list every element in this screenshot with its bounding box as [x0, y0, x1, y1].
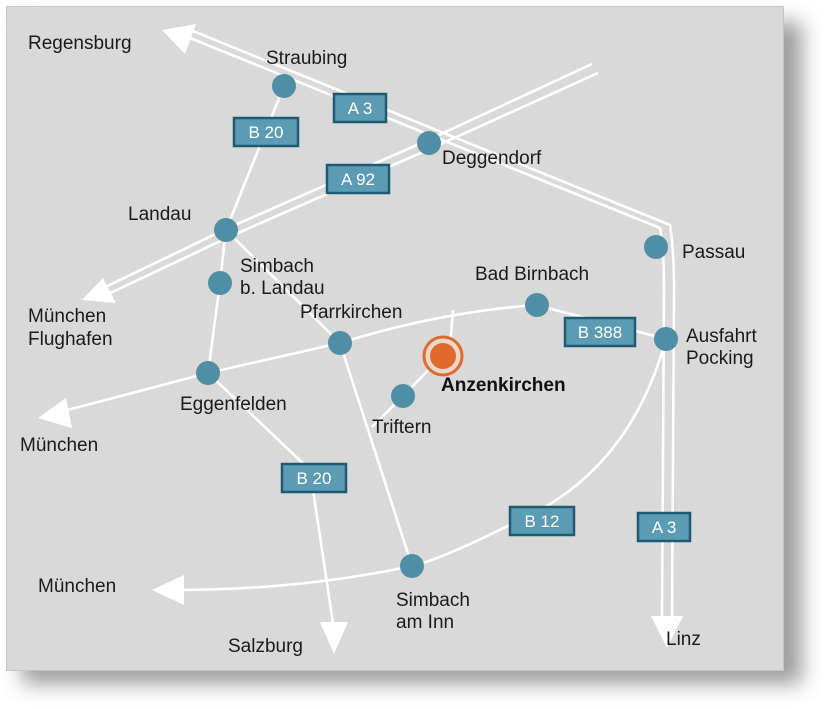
label-muenchen-flughafen-line1: München — [28, 306, 106, 327]
node-eggenfelden[interactable] — [196, 361, 220, 385]
label-straubing: Straubing — [266, 48, 347, 69]
badge-label: B 12 — [525, 512, 560, 531]
node-straubing[interactable] — [272, 74, 296, 98]
badge-b20-south: B 20 — [280, 462, 348, 494]
arrow-icon — [320, 622, 348, 654]
label-pfarrkirchen: Pfarrkirchen — [300, 302, 402, 323]
badge-label: B 388 — [578, 323, 622, 342]
label-ausfahrt-line1: Ausfahrt — [686, 326, 757, 347]
label-landau: Landau — [128, 204, 191, 225]
node-pfarrkirchen[interactable] — [328, 331, 352, 355]
node-ausfahrt-pocking[interactable] — [654, 327, 678, 351]
node-simbach-inn[interactable] — [400, 554, 424, 578]
target-circle-icon[interactable] — [422, 335, 464, 377]
label-muenchen-flughafen-line2: Flughafen — [28, 329, 113, 350]
arrow-icon — [651, 616, 683, 648]
label-linz: Linz — [666, 629, 701, 650]
arrow-icon — [82, 278, 116, 303]
badge-label: A 92 — [341, 170, 375, 189]
label-bad-birnbach: Bad Birnbach — [475, 264, 589, 285]
label-simbach-inn-line2: am Inn — [396, 612, 454, 633]
label-triftern: Triftern — [372, 417, 431, 438]
badge-a3-north: A 3 — [332, 92, 388, 124]
direction-arrows — [38, 24, 683, 654]
badge-label: B 20 — [249, 123, 284, 142]
label-passau: Passau — [682, 242, 745, 263]
label-muenchen-west: München — [20, 435, 98, 456]
label-deggendorf: Deggendorf — [442, 148, 542, 169]
city-labels: Straubing Deggendorf Landau Passau Simba… — [128, 48, 757, 633]
badge-label: A 3 — [348, 99, 373, 118]
city-nodes — [196, 74, 678, 578]
node-simbach-landau[interactable] — [208, 271, 232, 295]
label-anzenkirchen: Anzenkirchen — [441, 375, 566, 396]
badge-b12: B 12 — [508, 505, 576, 537]
label-simbach-landau-line2: b. Landau — [240, 278, 325, 299]
node-landau[interactable] — [214, 218, 238, 242]
node-passau[interactable] — [644, 235, 668, 259]
badge-b20-north: B 20 — [232, 116, 300, 148]
badge-a3-south: A 3 — [636, 511, 692, 543]
label-simbach-landau-line1: Simbach — [240, 256, 314, 277]
arrow-icon — [152, 575, 184, 605]
badge-label: B 20 — [297, 469, 332, 488]
label-muenchen-south: München — [38, 576, 116, 597]
label-regensburg: Regensburg — [28, 33, 132, 54]
node-deggendorf[interactable] — [417, 131, 441, 155]
label-eggenfelden: Eggenfelden — [180, 394, 287, 415]
arrow-icon — [162, 24, 196, 54]
road-badges: B 20 A 3 A 92 B 388 B 20 B 12 A 3 — [232, 92, 692, 543]
arrow-icon — [38, 398, 72, 428]
node-triftern[interactable] — [391, 384, 415, 408]
badge-a92: A 92 — [325, 163, 391, 195]
node-bad-birnbach[interactable] — [525, 293, 549, 317]
badge-label: A 3 — [652, 518, 677, 537]
badge-b388: B 388 — [563, 316, 637, 348]
label-simbach-inn-line1: Simbach — [396, 590, 470, 611]
destination-labels: Regensburg München Flughafen München Mün… — [20, 33, 701, 657]
label-salzburg: Salzburg — [228, 636, 303, 657]
roads — [59, 85, 668, 631]
label-ausfahrt-line2: Pocking — [686, 348, 754, 369]
